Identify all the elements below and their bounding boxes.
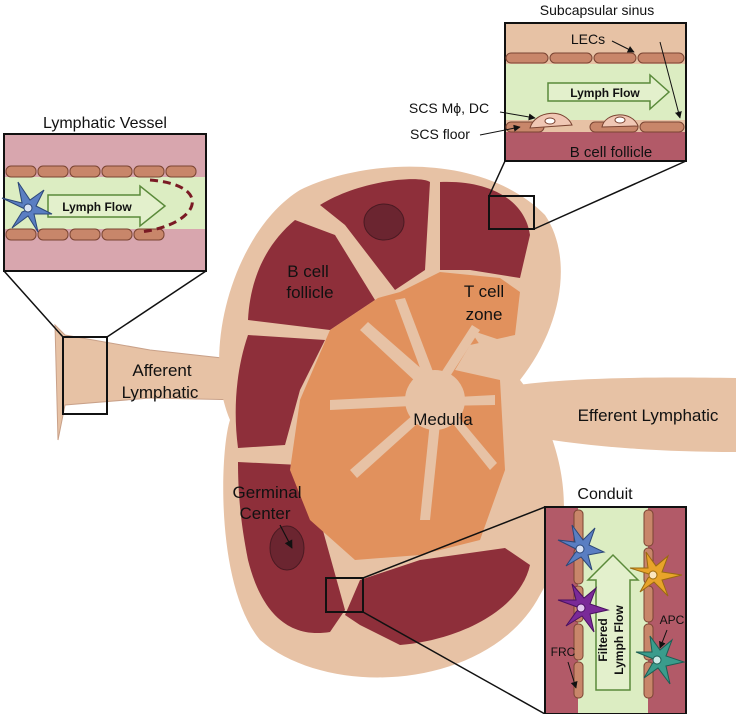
dendritic-cell-blue-conduit: [557, 524, 606, 571]
dendritic-cell-blue: [1, 181, 53, 233]
follicle-bottom: [345, 548, 530, 645]
scs-lymph-flow-arrow: [547, 73, 671, 111]
conduit-title: Conduit: [577, 486, 633, 503]
frc-label: FRC: [551, 645, 576, 659]
subcapsular-sinus-title: Subcapsular sinus: [540, 2, 654, 18]
dendritic-cell-purple: [557, 583, 610, 633]
follicle-top-right: [440, 181, 530, 278]
scs-mphi-dc-label: SCS Mϕ, DC: [409, 100, 489, 116]
follicle-left: [235, 335, 325, 448]
lecs-label: LECs: [571, 31, 605, 47]
lymphatic-vessel-title: Lymphatic Vessel: [43, 115, 167, 132]
scs-macrophage-cells: [529, 112, 639, 129]
dendritic-cell-yellow: [629, 551, 683, 597]
apc-label: APC: [660, 613, 685, 627]
lymph-flow-label: Lymph Flow: [62, 200, 132, 214]
t-cell-zone-label-2: zone: [466, 305, 503, 324]
follicle-upper-left: [248, 220, 375, 330]
scs-b-cell-follicle-label: B cell follicle: [570, 144, 653, 161]
conduit-zoom-box: [325, 577, 364, 613]
b-cell-follicle-label-2: follicle: [286, 283, 333, 302]
germinal-center-lower: [269, 525, 305, 571]
germinal-center-pointer: [279, 524, 293, 549]
t-cell-zone-label-1: T cell: [464, 282, 504, 301]
medulla-label: Medulla: [413, 410, 473, 429]
b-cell-follicle-label-1: B cell: [287, 262, 329, 281]
scs-floor-label: SCS floor: [410, 126, 470, 142]
germinal-center-top: [363, 203, 405, 241]
scs-zoom-box: [488, 195, 535, 230]
filtered-label-1: Filtered: [596, 618, 610, 661]
scs-lec-row-top: [505, 52, 685, 64]
scs-lymph-flow-label: Lymph Flow: [570, 86, 640, 100]
afferent-label-2: Lymphatic: [122, 383, 199, 402]
filtered-label-2: Lymph Flow: [612, 605, 626, 675]
medulla: [330, 298, 500, 520]
lymph-node: [219, 166, 564, 678]
filtered-flow-arrow: [586, 553, 640, 691]
germinal-center-label-1: Germinal: [233, 483, 302, 502]
afferent-label-1: Afferent: [132, 361, 192, 380]
efferent-label: Efferent Lymphatic: [578, 406, 719, 425]
dendritic-cell-teal: [635, 635, 686, 685]
afferent-zoom-box: [62, 336, 108, 415]
germinal-center-label-2: Center: [239, 504, 290, 523]
conduit-inset: Filtered Lymph Flow APC FRC: [544, 506, 687, 714]
subcapsular-sinus-inset: Lymph Flow B cell follicle: [504, 22, 687, 162]
lymphatic-vessel-inset: Lymph Flow: [1, 133, 207, 272]
vessel-endothelium-top: [5, 165, 197, 178]
vessel-endothelium-bottom: [5, 228, 165, 241]
lymph-flow-arrow: [47, 184, 167, 228]
